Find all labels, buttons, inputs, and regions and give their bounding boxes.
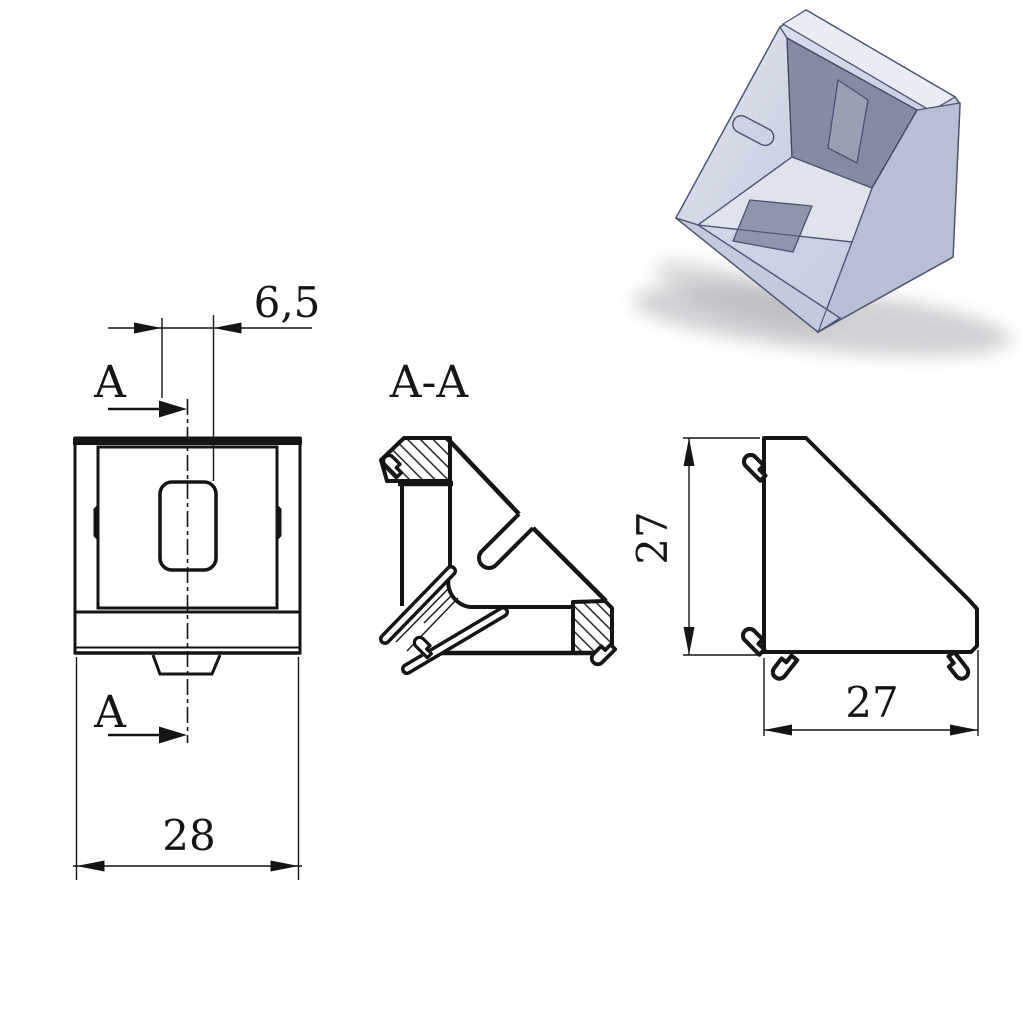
section-arrow-icon	[159, 726, 187, 744]
arrowhead-icon	[213, 322, 242, 334]
section-view-aa: A-A	[379, 357, 618, 675]
section-hypotenuse-lower	[531, 526, 608, 603]
arrowhead-icon	[764, 724, 792, 736]
arrowhead-icon	[950, 724, 978, 736]
side-outline	[762, 436, 979, 654]
arrowhead-icon	[683, 627, 695, 655]
section-arrow-label-top: A	[93, 357, 127, 408]
front-view: 6,5 A A 28	[73, 278, 320, 880]
section-cut-top: A	[93, 357, 187, 418]
iso-render	[633, 9, 1011, 356]
dim-side-height: 27	[628, 437, 760, 656]
section-right-cap	[571, 599, 614, 655]
section-corner-edge	[423, 594, 453, 624]
front-left-tab	[93, 504, 98, 541]
dim-slot-label: 6,5	[254, 278, 321, 327]
dim-height-label: 27	[628, 511, 677, 564]
section-corner-foot	[379, 565, 509, 675]
arrowhead-icon	[76, 860, 105, 872]
side-view: 27 27	[628, 436, 979, 736]
section-cut-bottom: A	[93, 687, 187, 744]
front-right-tab	[277, 504, 282, 541]
dim-side-depth: 27	[763, 650, 979, 736]
section-hypotenuse-upper	[445, 436, 521, 516]
dim-depth-label: 27	[845, 678, 898, 727]
render-wall-slot	[827, 78, 869, 164]
section-view-title: A-A	[389, 357, 470, 408]
section-arrow-label-bottom: A	[93, 687, 127, 738]
arrowhead-icon	[683, 438, 695, 466]
arrowhead-icon	[270, 860, 299, 872]
front-bottom-tab	[151, 654, 222, 676]
dim-front-width: 28	[73, 657, 302, 880]
render-top-face	[781, 9, 957, 112]
dim-slot-offset: 6,5	[108, 278, 320, 481]
section-arrow-icon	[159, 400, 187, 418]
render-front-face	[697, 224, 853, 334]
arrowhead-icon	[134, 322, 162, 334]
render-floor-slot	[732, 199, 813, 253]
dim-width-label: 28	[162, 811, 215, 860]
part-shadow-inner	[654, 261, 826, 329]
section-diagonal-slot	[477, 512, 535, 570]
render-pin-tab	[732, 115, 775, 147]
